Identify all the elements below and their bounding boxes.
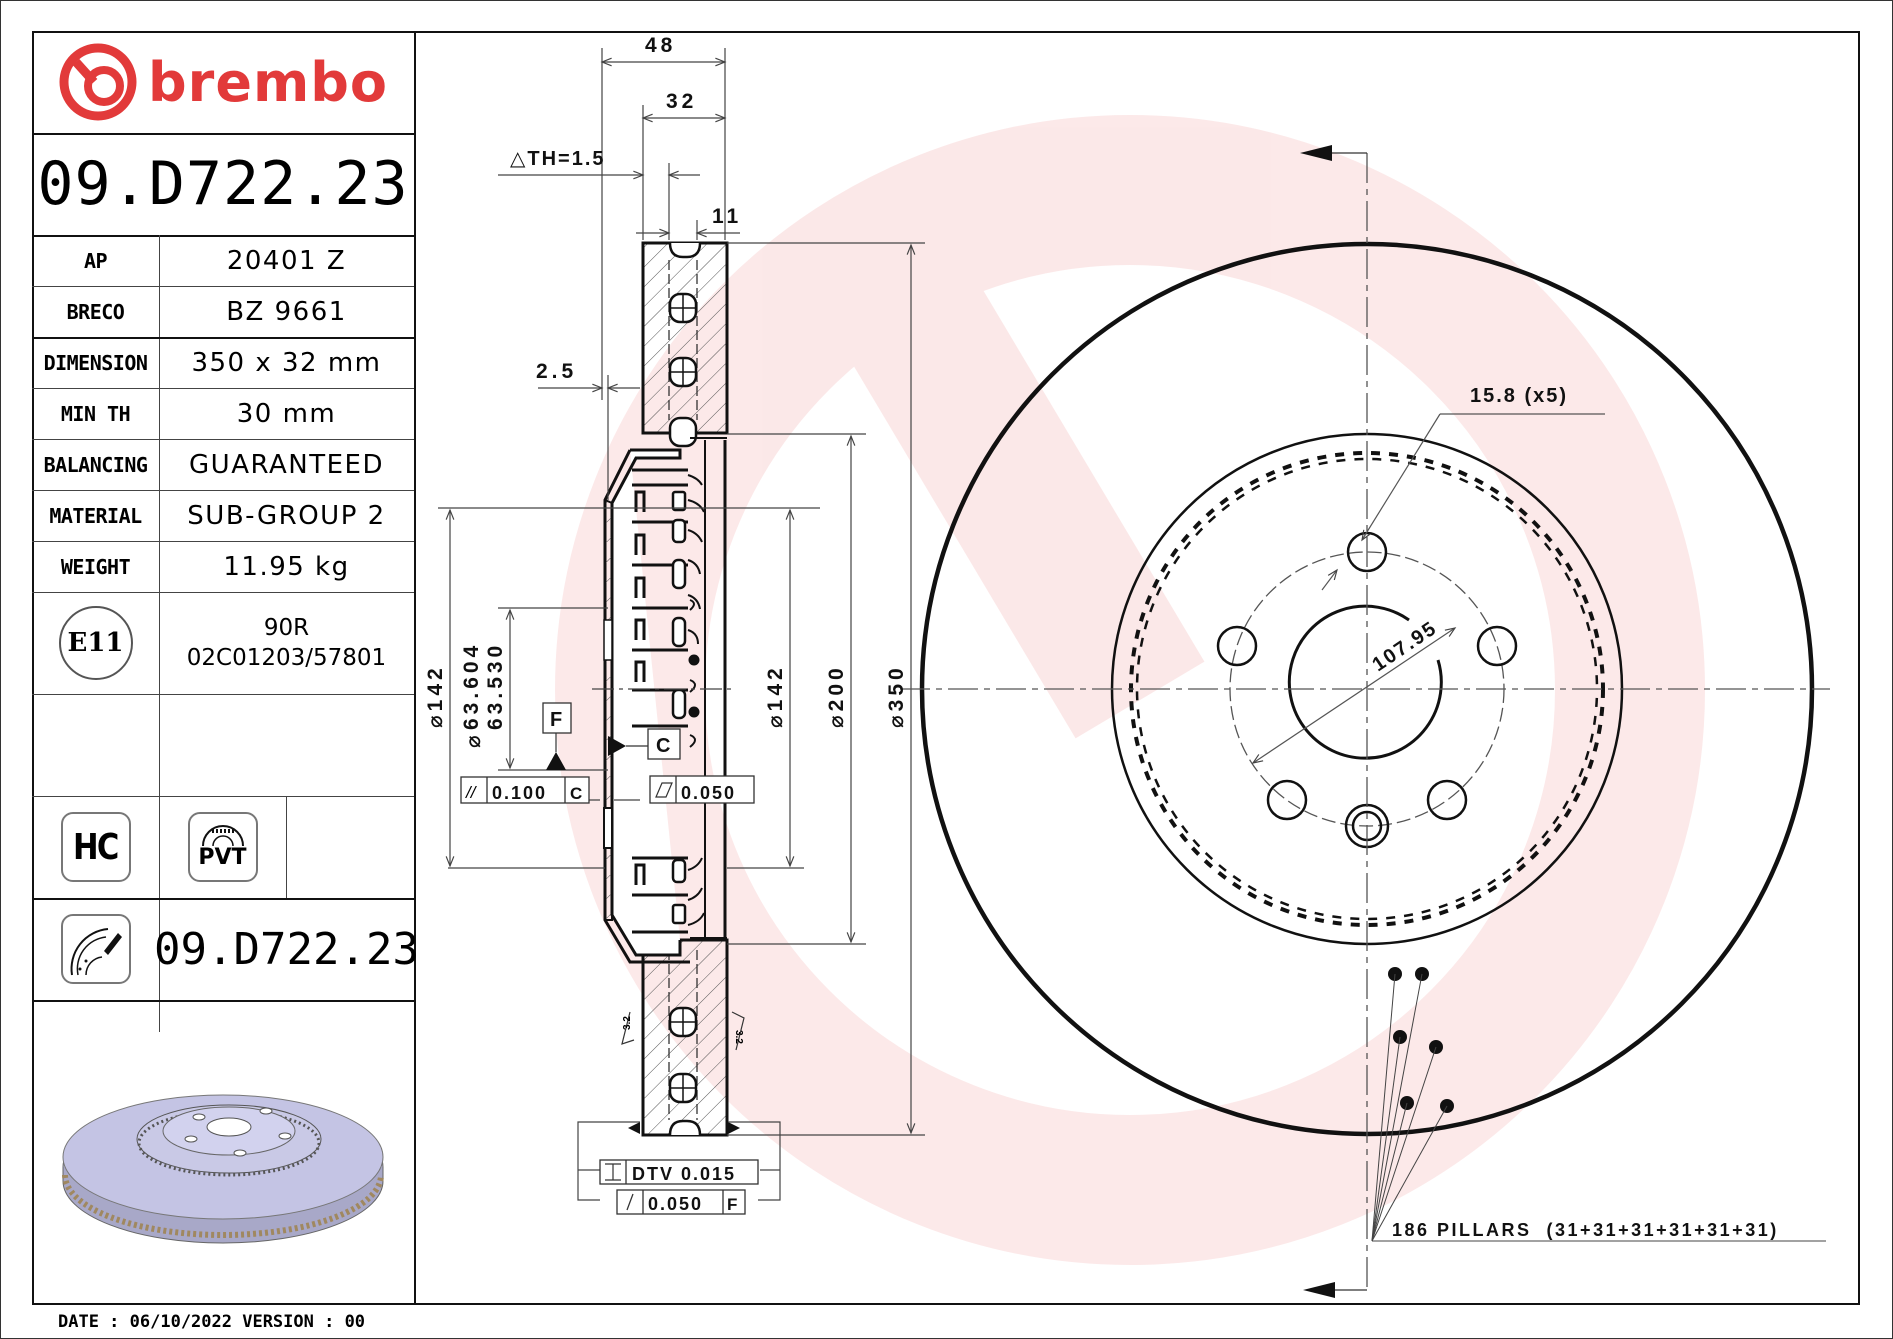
marking-part-number: 09.D722.23 — [154, 923, 419, 975]
tolerance-leaders — [577, 799, 781, 1201]
footer-date-version: DATE : 06/10/2022 VERSION : 00 — [58, 1312, 366, 1332]
hc-icon: HC — [60, 812, 131, 882]
svg-text:F: F — [727, 1195, 739, 1214]
spec-label-balancing: BALANCING — [43, 452, 148, 477]
spec-value-balancing: GUARANTEED — [189, 449, 384, 480]
svg-text:C: C — [570, 784, 584, 803]
front-view — [900, 145, 1830, 1298]
approval-reg: 90R — [263, 615, 310, 641]
disc-engraving-icon — [60, 914, 131, 984]
brembo-logo-icon — [59, 43, 137, 121]
dim-delta-th: △TH=1.5 — [510, 148, 606, 170]
spec-value-ap: 20401 Z — [226, 245, 347, 276]
dim-dia-350: ⌀350 — [885, 664, 908, 728]
flatness-frame: 0.050 — [649, 775, 755, 804]
svg-text:0.050: 0.050 — [681, 783, 736, 803]
runout-frame: 0.050 F — [616, 1189, 746, 1215]
dim-11: 11 — [712, 205, 742, 228]
datum-c: C — [656, 735, 672, 757]
drawing-frame — [32, 31, 1860, 1305]
dtv-frame: DTV 0.015 — [599, 1159, 759, 1185]
spec-value-min-th: 30 mm — [236, 398, 337, 429]
roughness-right: 3.2 — [733, 1030, 744, 1044]
spec-value-breco: BZ 9661 — [226, 296, 347, 327]
section-dimensions — [438, 48, 925, 1136]
e11-icon: E11 — [58, 606, 133, 680]
bolt-hole-callout: 15.8 (x5) — [1470, 385, 1568, 407]
parallelism-frame: // 0.100 C — [460, 776, 590, 804]
dim-dia-63-upper: 63.604 — [460, 642, 483, 730]
dim-dia-63-lower: 63.530 — [484, 642, 507, 730]
spec-label-dimension: DIMENSION — [43, 350, 148, 375]
approval-code: 02C01203/57801 — [186, 645, 387, 671]
marking-icon-cell — [32, 898, 159, 1000]
pillars-callout: 186 PILLARS (31+31+31+31+31+31) — [1392, 1220, 1779, 1240]
roughness-symbols — [621, 1011, 745, 1051]
datum-f: F — [550, 709, 564, 731]
approval-number: 90R 02C01203/57801 — [159, 592, 414, 694]
spec-label-min-th: MIN TH — [60, 401, 131, 426]
disc-3d-render — [32, 1000, 414, 1303]
pvt-badge: PVT — [159, 796, 286, 898]
svg-text:0.050: 0.050 — [648, 1194, 703, 1214]
dia-symbol: ⌀ — [462, 731, 485, 748]
dim-48: 48 — [645, 34, 676, 57]
dim-32: 32 — [666, 90, 697, 113]
dim-dia-200: ⌀200 — [825, 664, 848, 728]
dim-dia-142-right: ⌀142 — [764, 664, 787, 728]
brand-logo: brembo — [32, 31, 414, 133]
title-block: brembo 09.D722.23 AP 20401 Z BRECO BZ 96… — [32, 31, 419, 1305]
dim-dia-142-left: ⌀142 — [424, 664, 447, 728]
brake-disc-image — [62, 1094, 384, 1243]
svg-text:DTV 0.015: DTV 0.015 — [632, 1164, 736, 1184]
brand-name: brembo — [148, 50, 388, 114]
dim-2-5: 2.5 — [536, 360, 577, 383]
svg-text://: // — [465, 783, 478, 802]
spec-value-material: SUB-GROUP 2 — [187, 500, 386, 531]
datum-markers — [546, 732, 740, 1134]
pvt-icon: PVT — [187, 812, 258, 882]
spec-label-breco: BRECO — [66, 299, 125, 324]
spec-value-dimension: 350 x 32 mm — [191, 347, 382, 378]
vented-disc-icon — [201, 825, 244, 847]
spec-label-weight: WEIGHT — [60, 554, 131, 579]
spec-label-material: MATERIAL — [49, 503, 142, 528]
spec-value-weight: 11.95 kg — [223, 551, 350, 582]
roughness-left: 3.2 — [622, 1016, 633, 1030]
section-view — [603, 241, 729, 1137]
spec-label-ap: AP — [83, 248, 108, 273]
part-number: 09.D722.23 — [37, 149, 409, 219]
approval-mark: E11 — [32, 592, 159, 694]
svg-text:0.100: 0.100 — [492, 783, 547, 803]
hc-badge: HC — [32, 796, 159, 898]
